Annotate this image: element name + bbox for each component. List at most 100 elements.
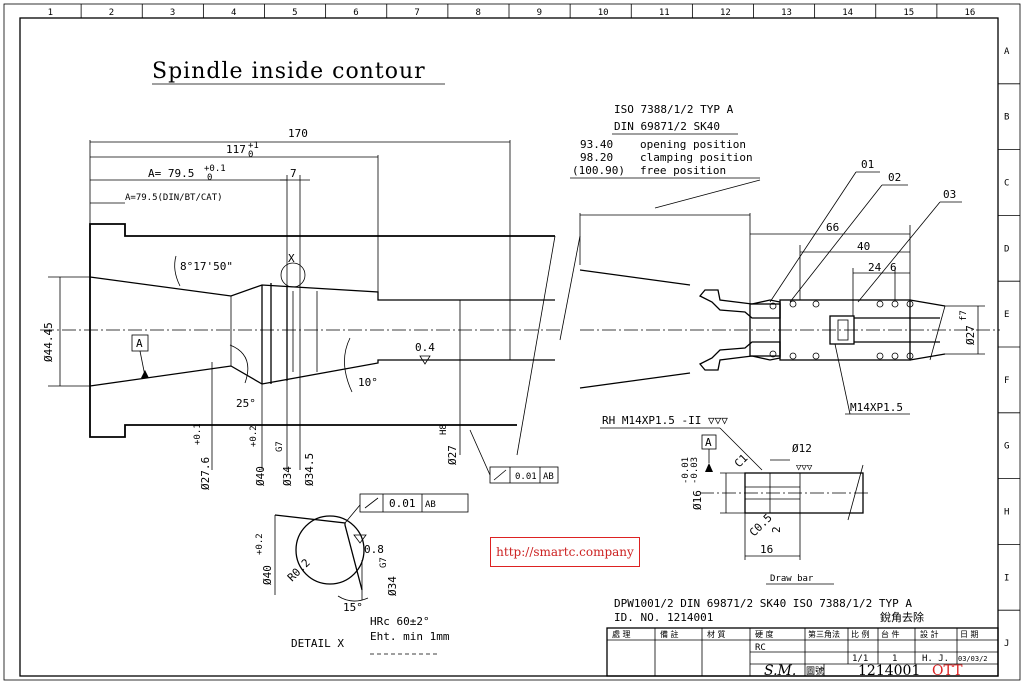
dim-dia-27-drawbar-tol: f7 <box>959 310 969 321</box>
detail-dia-34-tol: G7 <box>379 557 389 568</box>
dim-dia-16-tol-lower: -0.03 <box>690 457 700 484</box>
detail-angle: 15° <box>343 601 363 614</box>
inner-frame <box>19 17 999 677</box>
dim-dia-34: Ø34 <box>281 466 294 486</box>
grid-col-7: 7 <box>414 8 419 18</box>
dim-dia-27-6: Ø27.6 <box>199 457 212 490</box>
tb-qty: 1 <box>892 654 897 664</box>
dim-angle-taper: 8°17'50" <box>180 260 233 273</box>
break-line-left <box>516 235 556 456</box>
dim-66: 66 <box>826 221 839 234</box>
dim-dia-27-tol: H8 <box>439 424 449 435</box>
runout-ref: AB <box>543 472 554 482</box>
tb-header-6: 台 件 <box>881 629 900 639</box>
drawing-title: Spindle inside contour <box>152 59 426 84</box>
grid-row-I: I <box>1004 573 1009 583</box>
dim-dia-16-tol-upper: -0.01 <box>681 457 691 484</box>
drawbar-label: Draw bar <box>770 574 814 584</box>
callout-01: 01 <box>861 158 874 171</box>
dim-dia-40: Ø40 <box>254 466 267 486</box>
grid-row-H: H <box>1004 508 1009 518</box>
dim-a-note: A=79.5(DIN/BT/CAT) <box>125 193 223 203</box>
tb-company: S.M. <box>764 663 796 679</box>
tb-drawing-no: 1214001 <box>858 663 920 679</box>
callout-02: 02 <box>888 171 901 184</box>
dim-2: 2 <box>770 526 783 533</box>
tb-header-8: 日 期 <box>960 630 979 639</box>
pos-label-2: clamping position <box>640 151 753 164</box>
finish-marks: ▽▽▽ <box>796 463 813 473</box>
grid-row-D: D <box>1004 244 1009 254</box>
tb-hardness-value: RC <box>755 643 766 653</box>
detail-dia-40: Ø40 <box>261 565 274 585</box>
tb-header-2: 材 質 <box>707 629 726 639</box>
dim-overall-170: 170 <box>288 127 308 140</box>
dim-16: 16 <box>760 543 773 556</box>
tb-header-3: 硬 度 <box>755 629 774 639</box>
grid-row-E: E <box>1004 310 1009 320</box>
tb-header-0: 處 理 <box>612 629 631 639</box>
detail-label: DETAIL X <box>291 637 344 650</box>
iso-standard: ISO 7388/1/2 TYP A <box>614 103 734 116</box>
dim-dia-40-tol: +0.2 <box>249 425 259 447</box>
dim-117-tol-lower: 0 <box>248 150 253 160</box>
datum-a: A <box>136 337 143 350</box>
grid-row-C: C <box>1004 179 1009 189</box>
dim-6: 6 <box>890 261 897 274</box>
dim-dia-27: Ø27 <box>446 445 459 465</box>
grid-row-B: B <box>1004 113 1009 123</box>
drawbar-nut <box>829 315 855 345</box>
grid-col-16: 16 <box>964 8 975 18</box>
din-standard: DIN 69871/2 SK40 <box>614 120 720 133</box>
tb-drawing-suffix: OTT <box>932 663 963 679</box>
detail-dia-40-tol: +0.2 <box>255 533 265 555</box>
detail-circle <box>295 515 365 585</box>
pos-value-3: (100.90) <box>572 164 625 177</box>
grid-col-13: 13 <box>781 8 792 18</box>
title-drawing-line: DPW1001/2 DIN 69871/2 SK40 ISO 7388/1/2 … <box>614 597 912 610</box>
dim-7: 7 <box>290 167 297 180</box>
dim-117-tol-upper: +1 <box>248 141 259 151</box>
tb-designer: H. J. <box>922 654 949 664</box>
pos-label-3: free position <box>640 164 726 177</box>
tb-header-5: 比 例 <box>851 629 870 639</box>
watermark-link[interactable]: http://smartc.company <box>490 537 640 567</box>
dim-dia-16: Ø16 <box>691 490 704 510</box>
grid-col-15: 15 <box>903 8 914 18</box>
detail-r02: R0.2 <box>285 556 313 584</box>
thread-m14: M14XP1.5 <box>850 401 903 414</box>
datum-a-drawbar: A <box>705 436 712 449</box>
dim-angle-25: 25° <box>236 397 256 410</box>
drawbar-body <box>779 299 911 361</box>
grid-col-12: 12 <box>720 8 731 18</box>
tb-header-1: 備 註 <box>660 629 679 639</box>
detail-runout-value: 0.01 <box>389 497 416 510</box>
tb-scale: 1/1 <box>852 654 868 664</box>
grid-row-A: A <box>1004 47 1010 57</box>
detail-dia-34: Ø34 <box>386 576 399 596</box>
detail-case-depth: Eht. min 1mm <box>370 630 450 643</box>
dim-dia-27-drawbar: Ø27 <box>964 325 977 345</box>
drawbar-assembly: 66 40 24 6 Ø27 f7 01 02 03 M14XP1.5 <box>559 158 1000 415</box>
dim-dia-12: Ø12 <box>792 442 812 455</box>
detail-x-label: X <box>288 252 295 265</box>
dim-dia-34-5: Ø34.5 <box>303 453 316 486</box>
grid-col-5: 5 <box>292 8 297 18</box>
pos-label-1: opening position <box>640 138 746 151</box>
dim-40-drawbar: 40 <box>857 240 870 253</box>
title-id-line: ID. NO. 1214001 <box>614 611 713 624</box>
pos-value-2: 98.20 <box>580 151 613 164</box>
dim-a: A= 79.5 <box>148 167 194 180</box>
detail-surface: 0.8 <box>364 543 384 556</box>
dim-angle-10: 10° <box>358 376 378 389</box>
tb-header-4: 第三角法 <box>808 629 840 639</box>
tb-header-7: 設 計 <box>920 629 939 639</box>
grid-col-9: 9 <box>537 8 542 18</box>
grid-col-2: 2 <box>109 8 114 18</box>
dim-dia-44: Ø44.45 <box>42 322 55 362</box>
grid-col-14: 14 <box>842 8 853 18</box>
detail-x-marker <box>280 262 306 288</box>
dim-dia-34-tol: G7 <box>275 441 285 452</box>
